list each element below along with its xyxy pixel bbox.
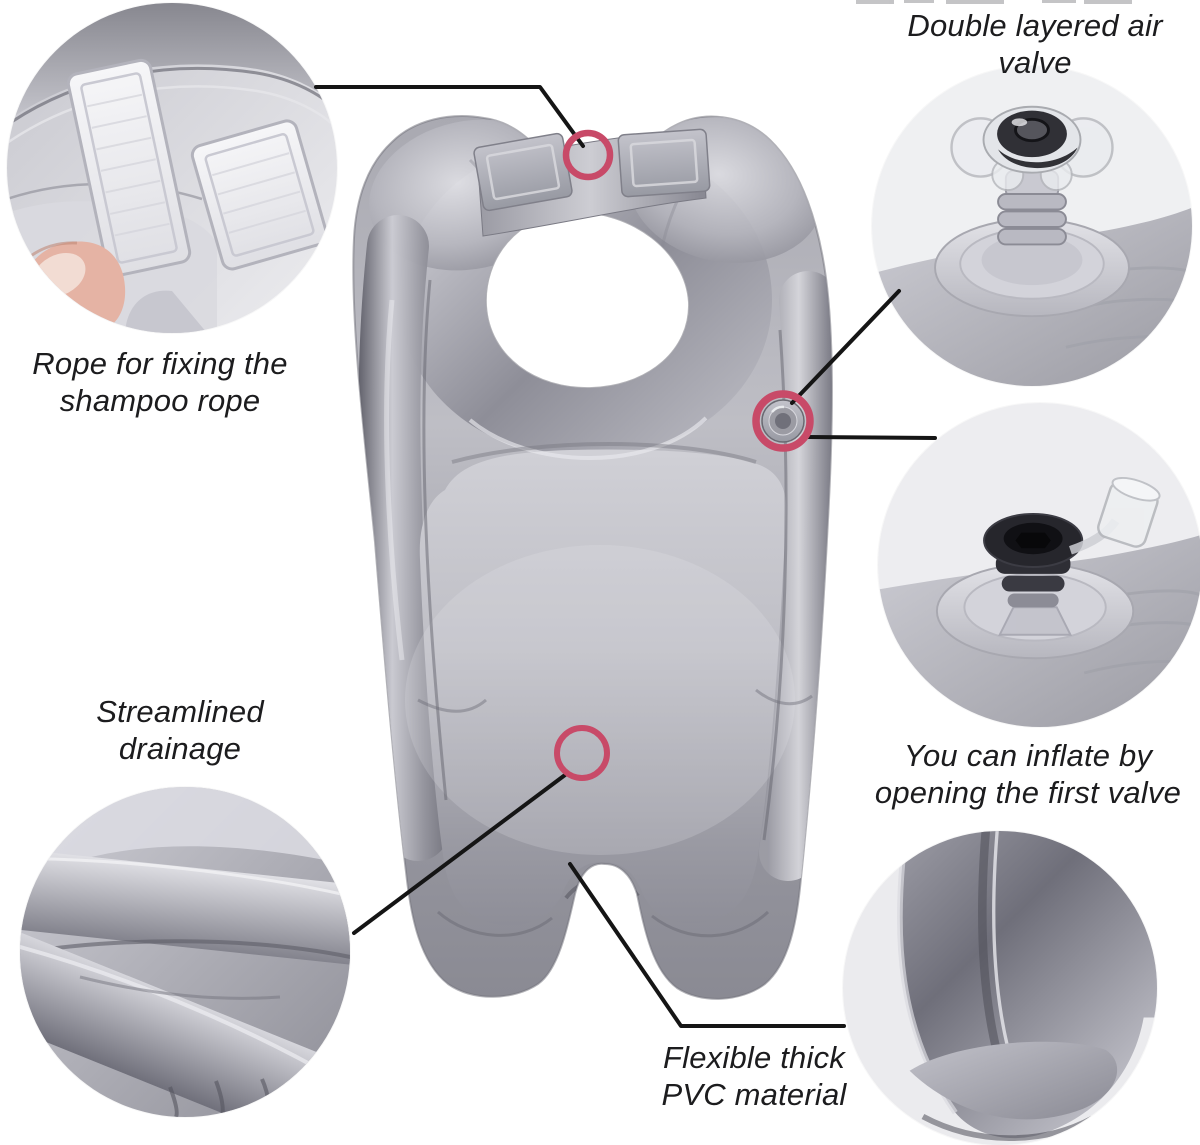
leader-line-pvc bbox=[568, 862, 846, 1028]
marker-ring-valve bbox=[752, 390, 814, 452]
open-valve-cap bbox=[1097, 476, 1161, 548]
valve-hex-hole bbox=[1015, 532, 1051, 549]
cropped-text-artifact bbox=[856, 0, 1132, 4]
pvc-bottom-fold bbox=[909, 1041, 1118, 1120]
label-pvc-line1: Flexible thick bbox=[663, 1040, 845, 1075]
right-shoulder-lobe bbox=[628, 117, 824, 263]
open-valve bbox=[935, 476, 1161, 660]
label-inflate-line1: You can inflate by bbox=[903, 738, 1153, 773]
left-shoulder-lobe bbox=[369, 119, 571, 271]
label-pvc-line2: PVC material bbox=[661, 1076, 847, 1112]
label-air-valve: Double layered air valve bbox=[870, 8, 1200, 81]
inset-closed-valve-closeup bbox=[872, 66, 1192, 386]
marker-ring-rope bbox=[562, 129, 614, 181]
leader-line-valve-side bbox=[805, 435, 937, 440]
label-air-valve-line: Double layered air valve bbox=[907, 8, 1163, 80]
inset-pvc-material-closeup bbox=[843, 831, 1157, 1145]
inset4-light-top bbox=[20, 787, 350, 883]
thumb bbox=[14, 241, 126, 333]
inset4-crease bbox=[79, 975, 281, 1000]
velcro-flap-right bbox=[617, 128, 711, 198]
basin-body-group bbox=[352, 115, 833, 1000]
velcro-pad-right bbox=[190, 119, 329, 271]
inset1-fold bbox=[125, 290, 207, 333]
inset-open-valve-closeup bbox=[878, 403, 1200, 727]
inset-velcro-straps-closeup bbox=[7, 3, 337, 333]
basin-body bbox=[352, 115, 833, 1000]
label-drainage: Streamlined drainage bbox=[30, 694, 330, 767]
crease-lines bbox=[384, 157, 813, 938]
label-rope: Rope for fixing the shampoo rope bbox=[5, 346, 315, 419]
leader-line-rope bbox=[314, 85, 585, 148]
marker-ring-drainage bbox=[554, 725, 610, 781]
neck-strap bbox=[477, 129, 707, 237]
label-inflate-line2: opening the first valve bbox=[874, 774, 1182, 810]
velcro-flap-left bbox=[473, 132, 573, 212]
velcro-pad-left bbox=[66, 58, 192, 278]
right-side-tube bbox=[759, 271, 832, 881]
label-rope-line2: shampoo rope bbox=[59, 382, 261, 418]
label-pvc: Flexible thick PVC material bbox=[618, 1040, 890, 1113]
label-rope-line1: Rope for fixing the bbox=[32, 346, 288, 381]
leader-line-valve-top bbox=[790, 289, 901, 405]
basin-recessed-panel bbox=[419, 449, 787, 926]
closed-valve bbox=[934, 105, 1130, 318]
label-drainage-line1: Streamlined bbox=[96, 694, 264, 729]
basin-sheen bbox=[405, 545, 795, 855]
label-inflate: You can inflate by opening the first val… bbox=[858, 738, 1198, 811]
left-side-tube bbox=[358, 215, 449, 861]
label-drainage-line2: drainage bbox=[118, 730, 242, 766]
inset-drainage-closeup bbox=[20, 787, 350, 1117]
neck-collar bbox=[400, 138, 772, 458]
air-valve bbox=[761, 399, 805, 443]
inset1-tube-edge bbox=[7, 3, 337, 121]
leader-line-drainage bbox=[352, 773, 567, 935]
